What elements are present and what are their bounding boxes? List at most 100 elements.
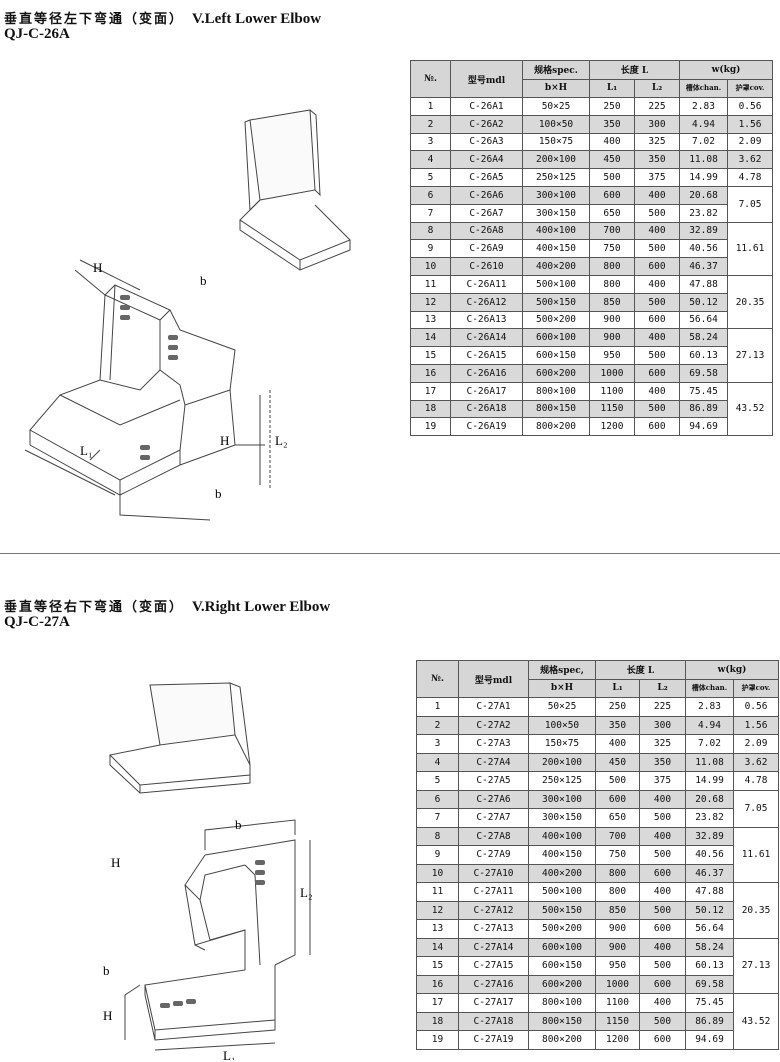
weight-chan: 32.89 — [679, 221, 728, 241]
spec: 300×150 — [528, 808, 596, 828]
length-l2: 500 — [634, 399, 680, 419]
row-number: 4 — [410, 150, 451, 170]
model: C-26A2 — [450, 114, 523, 134]
header-no: №. — [410, 60, 451, 98]
model: C-27A2 — [458, 715, 529, 735]
weight-cov: 2.09 — [732, 734, 780, 754]
spec: 200×100 — [522, 150, 590, 170]
spec: 800×200 — [528, 1030, 596, 1050]
weight-chan: 7.02 — [685, 734, 734, 754]
length-l1: 450 — [595, 752, 640, 772]
row-number: 19 — [416, 1030, 459, 1050]
header-chan: 槽体chan. — [685, 678, 734, 698]
label-h2: H — [103, 1008, 112, 1023]
weight-chan: 4.94 — [679, 114, 728, 134]
model: C-27A9 — [458, 845, 529, 865]
length-l1: 500 — [595, 771, 640, 791]
weight-cov: 20.35 — [732, 882, 780, 939]
weight-cov: 0.56 — [726, 97, 774, 116]
length-l2: 400 — [634, 381, 680, 401]
header-length: 长度 L — [595, 660, 686, 680]
length-l1: 900 — [589, 328, 635, 348]
spec: 400×100 — [528, 826, 596, 846]
length-l2: 350 — [634, 150, 680, 170]
spec: 300×150 — [522, 203, 590, 223]
weight-cov: 4.78 — [732, 771, 780, 791]
row-number: 1 — [410, 97, 451, 116]
weight-chan: 50.12 — [679, 292, 728, 312]
length-l1: 650 — [595, 808, 640, 828]
length-l2: 600 — [634, 310, 680, 330]
model: C-27A1 — [458, 697, 529, 717]
section1-code: QJ-C-26A — [4, 26, 70, 42]
model: C-26A5 — [450, 168, 523, 187]
row-number: 12 — [416, 900, 459, 920]
weight-chan: 20.68 — [679, 185, 728, 205]
label-b: b — [235, 817, 242, 832]
length-l2: 400 — [634, 328, 680, 348]
weight-chan: 4.94 — [685, 715, 734, 735]
model: C-26A18 — [450, 399, 523, 419]
length-l2: 600 — [639, 919, 686, 939]
header-l2: L₂ — [639, 678, 686, 698]
spec: 500×100 — [522, 274, 590, 294]
model: C-27A7 — [458, 808, 529, 828]
length-l1: 350 — [595, 715, 640, 735]
length-l1: 900 — [589, 310, 635, 330]
length-l2: 400 — [639, 789, 686, 809]
weight-cov: 4.78 — [726, 168, 774, 187]
header-spec: 规格spec. — [522, 60, 590, 80]
label-b2: b — [215, 486, 222, 501]
model: C-26A16 — [450, 363, 523, 383]
spec: 200×100 — [528, 752, 596, 772]
section2-title: 垂直等径右下弯通（变面）V.Right Lower Elbow — [4, 596, 330, 616]
spec: 800×200 — [522, 417, 590, 437]
weight-chan: 60.13 — [685, 956, 734, 976]
length-l2: 400 — [634, 221, 680, 241]
row-number: 6 — [416, 789, 459, 809]
row-number: 16 — [410, 363, 451, 383]
label-l2: L₂ — [275, 433, 287, 448]
spec: 150×75 — [522, 132, 590, 152]
row-number: 17 — [416, 993, 459, 1013]
spec: 100×50 — [528, 715, 596, 735]
length-l2: 400 — [634, 185, 680, 205]
length-l2: 600 — [639, 1030, 686, 1050]
spec: 400×200 — [528, 863, 596, 883]
weight-chan: 56.64 — [679, 310, 728, 330]
spec: 600×200 — [528, 974, 596, 994]
row-number: 10 — [410, 257, 451, 276]
length-l2: 500 — [639, 900, 686, 920]
weight-chan: 69.58 — [679, 363, 728, 383]
spec: 800×150 — [528, 1011, 596, 1031]
model: C-26A1 — [450, 97, 523, 116]
row-number: 1 — [416, 697, 459, 717]
weight-chan: 14.99 — [679, 168, 728, 187]
weight-cov: 2.09 — [726, 132, 774, 152]
length-l1: 1200 — [595, 1030, 640, 1050]
length-l1: 450 — [589, 150, 635, 170]
header-model: 型号mdl — [458, 660, 529, 698]
spec: 300×100 — [522, 185, 590, 205]
length-l1: 700 — [589, 221, 635, 241]
weight-chan: 14.99 — [685, 771, 734, 791]
spec: 600×100 — [522, 328, 590, 348]
model: C-27A12 — [458, 900, 529, 920]
model: C-26A17 — [450, 381, 523, 401]
weight-cov: 43.52 — [726, 381, 774, 437]
spec: 800×100 — [522, 381, 590, 401]
length-l1: 850 — [589, 292, 635, 312]
length-l2: 325 — [639, 734, 686, 754]
length-l1: 350 — [589, 114, 635, 134]
weight-chan: 40.56 — [679, 239, 728, 259]
